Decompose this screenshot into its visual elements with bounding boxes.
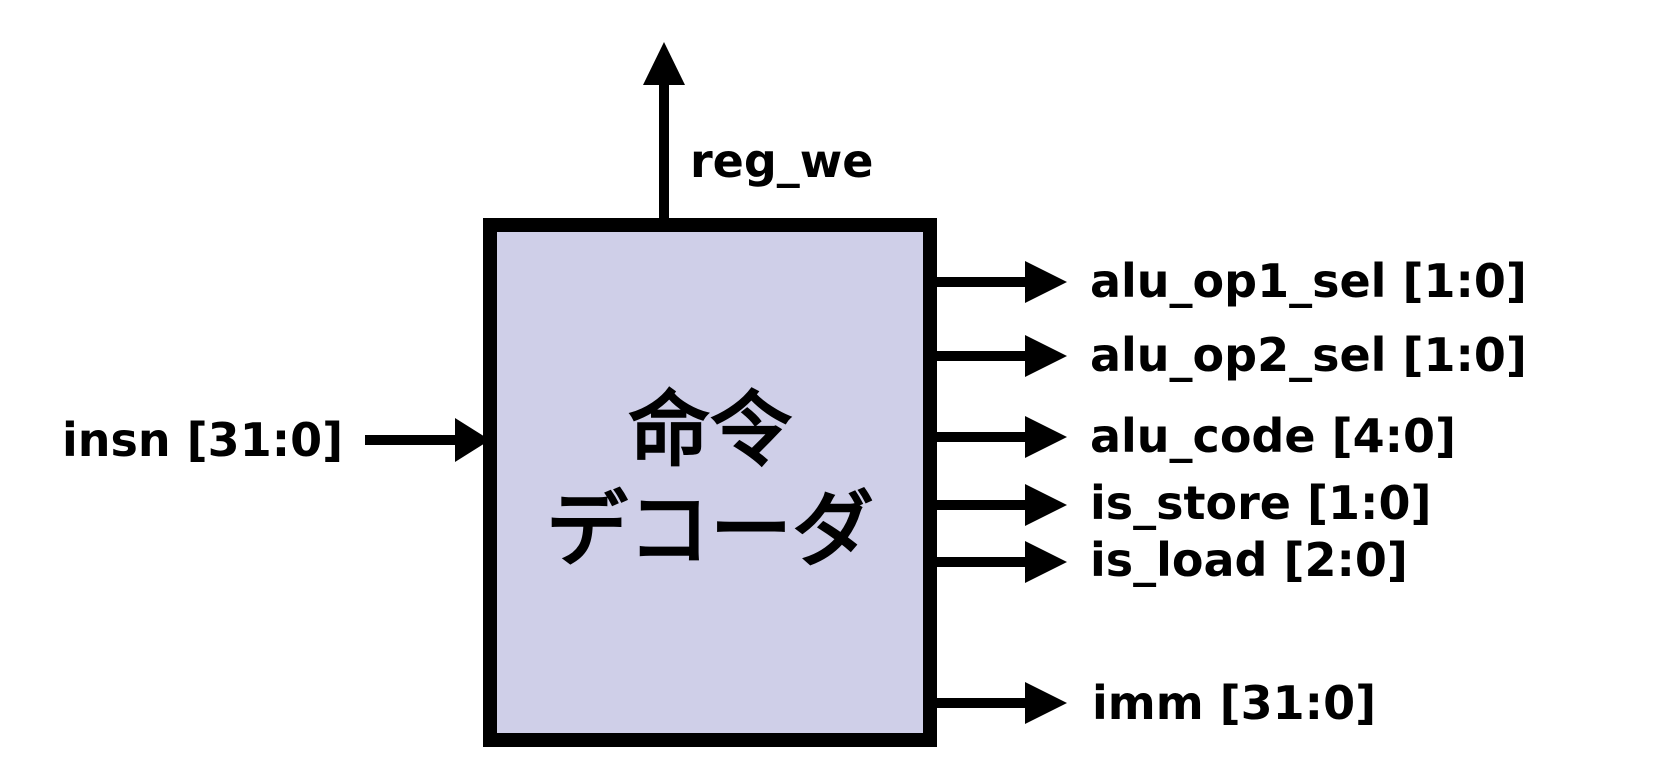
- reg-we-arrow: [643, 42, 685, 225]
- output-label-is-load: is_load [2:0]: [1090, 533, 1408, 587]
- output-label-imm: imm [31:0]: [1092, 676, 1377, 730]
- output-label-alu-code: alu_code [4:0]: [1090, 409, 1457, 463]
- output-label-alu-op1-sel: alu_op1_sel [1:0]: [1090, 254, 1527, 308]
- output-label-alu-op2-sel: alu_op2_sel [1:0]: [1090, 328, 1527, 382]
- reg-we-label: reg_we: [690, 134, 874, 188]
- output-arrow-alu-op2-sel: [937, 335, 1067, 377]
- output-arrow-alu-code: [937, 416, 1067, 458]
- block-title-line2: デコーダ: [545, 483, 874, 578]
- output-arrow-alu-op1-sel: [937, 261, 1067, 303]
- output-arrow-imm: [937, 682, 1067, 724]
- input-arrow: [365, 418, 490, 462]
- output-arrow-is-load: [937, 541, 1067, 583]
- input-label: insn [31:0]: [62, 413, 344, 467]
- output-label-is-store: is_store [1:0]: [1090, 476, 1432, 530]
- decoder-block: [483, 218, 937, 747]
- block-title-line1: 命令: [627, 383, 792, 478]
- output-arrow-is-store: [937, 484, 1067, 526]
